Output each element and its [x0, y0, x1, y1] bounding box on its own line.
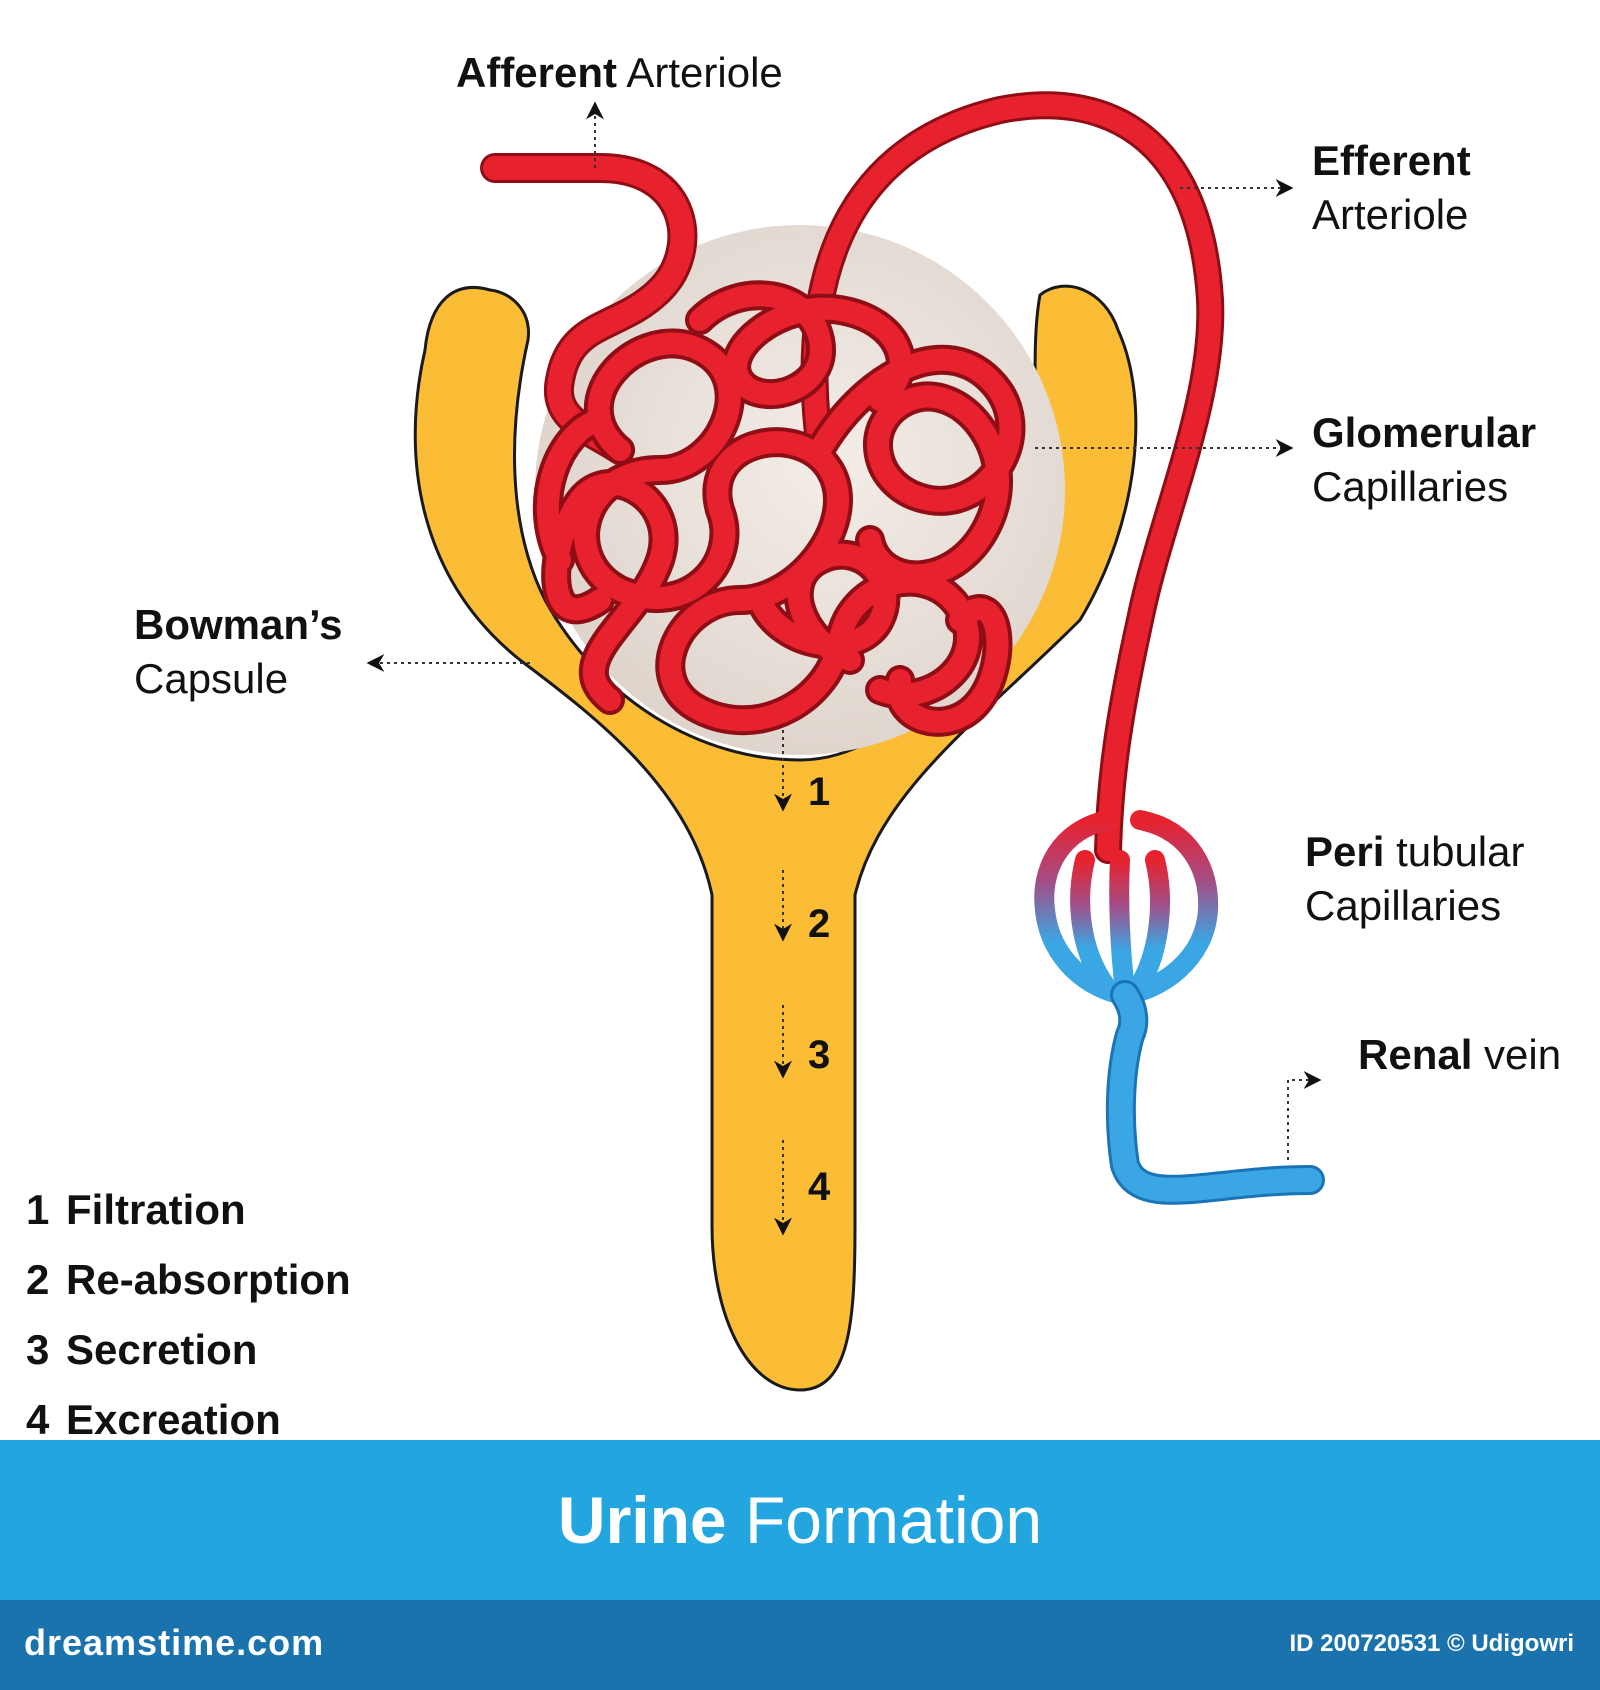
marker-2: 2	[808, 902, 830, 946]
label-renal-vein: Renal vein	[1358, 1028, 1561, 1082]
step-item: 2 Re-absorption	[26, 1245, 351, 1315]
label-afferent-light: Arteriole	[626, 49, 783, 96]
label-peritubular-line2: Capillaries	[1305, 882, 1502, 929]
label-peritubular-light: tubular	[1396, 828, 1525, 875]
label-pointers	[366, 101, 1322, 1160]
label-bowmans-bold: Bowman’s	[134, 601, 343, 648]
step-number: 3	[26, 1326, 50, 1373]
marker-3: 3	[808, 1033, 830, 1077]
step-number: 2	[26, 1256, 50, 1303]
step-number: 1	[26, 1186, 50, 1233]
afferent-arteriole-vessel	[480, 153, 698, 465]
label-efferent-arteriole: Efferent Arteriole	[1312, 134, 1471, 242]
label-afferent-bold: Afferent	[456, 49, 618, 96]
step-item: 3 Secretion	[26, 1315, 351, 1385]
bowmans-capsule-shape	[413, 284, 1138, 1392]
glomerular-capillaries-tangle	[532, 280, 1026, 737]
step-text: Re-absorption	[66, 1256, 351, 1303]
label-glomerular-bold: Glomerular	[1312, 409, 1537, 456]
step-text: Filtration	[66, 1186, 246, 1233]
peritubular-capillaries-vessel	[1034, 810, 1219, 1006]
step-item: 1 Filtration	[26, 1175, 351, 1245]
marker-4: 4	[808, 1165, 831, 1209]
label-glomerular-capillaries: Glomerular Capillaries	[1312, 406, 1536, 514]
label-peritubular-bold: Peri	[1305, 828, 1385, 875]
label-efferent-light: Arteriole	[1312, 191, 1469, 238]
label-bowmans-capsule: Bowman’s Capsule	[134, 598, 342, 706]
step-number: 4	[26, 1396, 50, 1443]
label-renal-bold: Renal	[1358, 1031, 1473, 1078]
efferent-arteriole-vessel	[800, 91, 1225, 864]
marker-1: 1	[808, 770, 830, 814]
banner-title-bold: Urine	[557, 1483, 727, 1557]
label-bowmans-light: Capsule	[134, 655, 289, 702]
label-peritubular-capillaries: Peri tubular Capillaries	[1305, 825, 1524, 933]
label-afferent-arteriole: Afferent Arteriole	[456, 46, 783, 100]
watermark-text: dreamstime.com	[24, 1622, 325, 1663]
step-item: 4 Excreation	[26, 1385, 351, 1455]
label-efferent-bold: Efferent	[1312, 137, 1471, 184]
footer-bar: dreamstime.com ID 200720531 © Udigowri	[0, 1600, 1600, 1690]
renal-vein-vessel	[1105, 980, 1325, 1205]
step-text: Secretion	[66, 1326, 258, 1373]
image-credit: ID 200720531 © Udigowri	[1289, 1630, 1574, 1657]
nephron-diagram: 1 2 3 4	[366, 91, 1325, 1392]
title-banner: Urine Formation	[0, 1440, 1600, 1600]
step-text: Excreation	[66, 1396, 281, 1443]
label-renal-light: vein	[1484, 1031, 1562, 1078]
banner-title-light: Formation	[744, 1483, 1043, 1557]
banner-title: Urine Formation	[0, 1482, 1600, 1558]
label-glomerular-light: Capillaries	[1312, 463, 1509, 510]
